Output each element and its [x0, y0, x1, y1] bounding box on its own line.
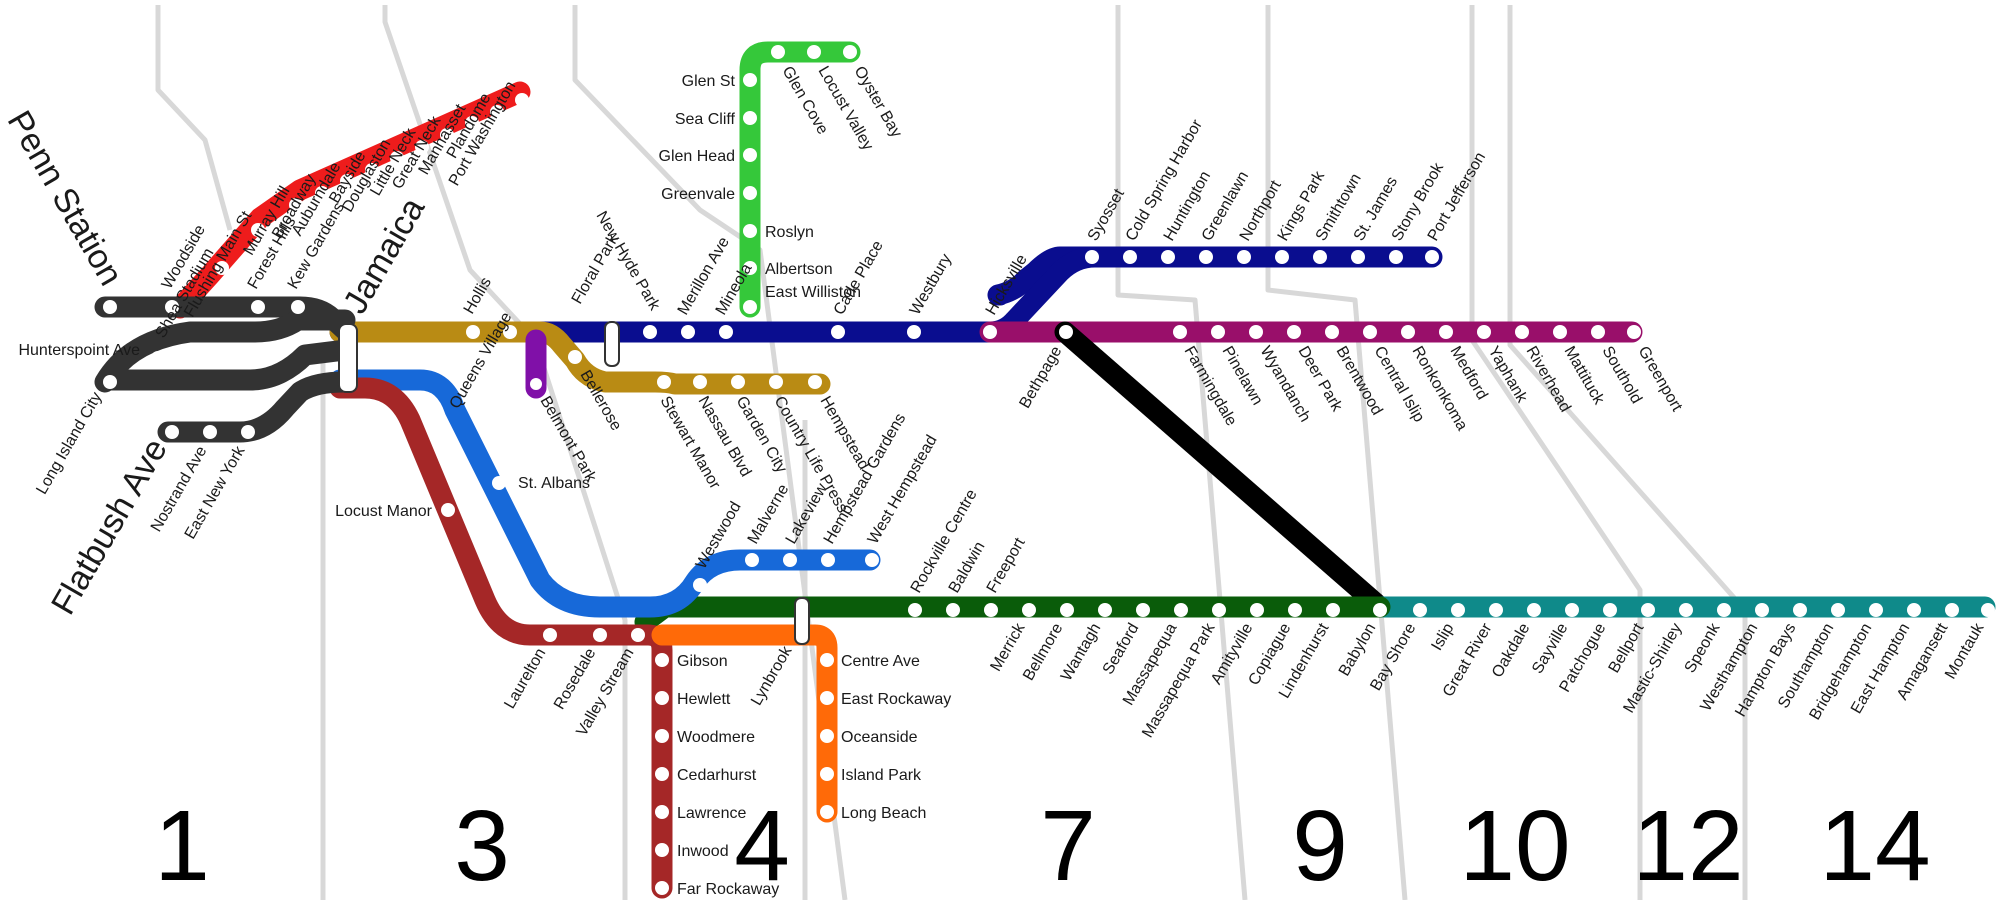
station-label: Locust Manor: [335, 503, 433, 520]
penn-station-label: Penn Station: [0, 104, 130, 292]
station-label: East Rockaway: [841, 691, 951, 708]
station-label: Sea Cliff: [675, 111, 736, 128]
zone-number: 14: [1819, 790, 1930, 900]
station-label: Long Island City: [33, 390, 105, 498]
station-label: Long Beach: [841, 805, 926, 822]
zone-number: 12: [1632, 790, 1743, 900]
station-label: Massapequa Park: [1139, 620, 1219, 741]
station-label: Woodmere: [677, 729, 755, 746]
zone-number: 7: [1040, 790, 1096, 900]
transfer-hubs: [338, 321, 810, 645]
station-label: Glen Head: [659, 148, 736, 165]
zone-number: 10: [1459, 790, 1570, 900]
station-label: Islip: [1429, 620, 1458, 653]
station-label: Island Park: [841, 767, 922, 784]
station-label: Hollis: [461, 275, 495, 317]
station-label: East Williston: [765, 284, 861, 301]
station-label: Syosset: [1085, 186, 1128, 244]
station-label: St. Albans: [518, 475, 590, 492]
station-label: Oakdale: [1489, 620, 1534, 680]
station-dots: [103, 45, 1995, 895]
station-label: Speonk: [1682, 620, 1724, 676]
zone-numbers: 1 3 4 7 9 10 12 14: [154, 790, 1930, 900]
zone-boundaries: [155, 5, 1748, 900]
station-label: Laurelton: [501, 646, 549, 712]
station-label: Seaford: [1100, 621, 1143, 678]
floral-park-transfer-bar: [604, 321, 620, 367]
station-labels: Woodside Forest Hills Kew Gardens Hunter…: [18, 64, 1988, 899]
station-label: Baldwin: [946, 539, 989, 596]
station-label: Babylon: [1336, 621, 1380, 680]
zone-number: 1: [154, 790, 210, 900]
station-label: Sayville: [1529, 620, 1571, 676]
station-label: Greenport: [1635, 344, 1686, 415]
station-label: Glen St: [682, 73, 736, 90]
zone-number: 9: [1292, 790, 1348, 900]
station-label: Lynbrook: [748, 643, 796, 709]
jamaica-hub-bar: [338, 323, 358, 393]
station-label: Freeport: [984, 535, 1029, 596]
station-label: Lawrence: [677, 805, 746, 822]
station-label: Merrick: [988, 620, 1029, 675]
station-label: Westbury: [907, 251, 955, 318]
station-label: Belmont Park: [537, 394, 600, 487]
station-label: Roslyn: [765, 224, 814, 241]
station-label: Albertson: [765, 261, 833, 278]
station-label: Centre Ave: [841, 653, 920, 670]
station-label: Bethpage: [1016, 343, 1065, 411]
station-label: Cedarhurst: [677, 767, 757, 784]
lynbrook-transfer-bar: [794, 597, 810, 645]
station-label: Hewlett: [677, 691, 731, 708]
zone-number: 4: [734, 790, 790, 900]
station-label: Gibson: [677, 653, 728, 670]
station-label: Greenvale: [661, 186, 735, 203]
station-label: Carle Place: [831, 238, 887, 318]
station-label: Oceanside: [841, 729, 918, 746]
zone-number: 3: [454, 790, 510, 900]
station-label: Inwood: [677, 843, 729, 860]
station-label: Far Rockaway: [677, 881, 779, 898]
station-label: Hunterspoint Ave: [18, 342, 140, 359]
